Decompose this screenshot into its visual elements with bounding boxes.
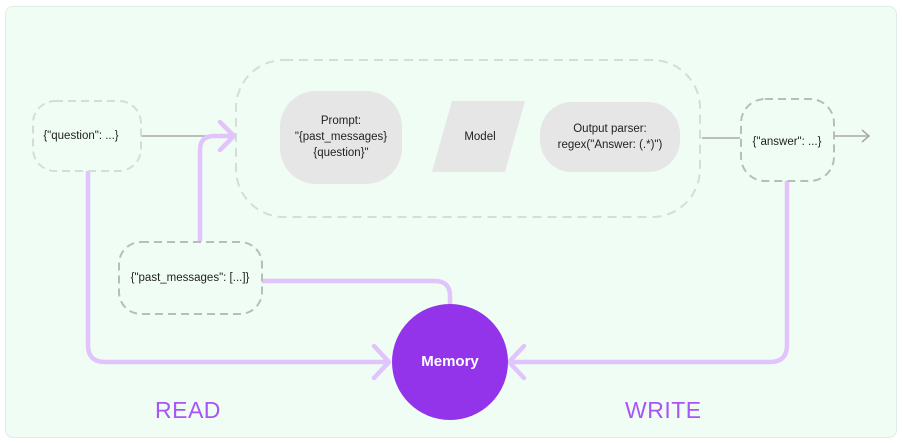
answer-node [740, 98, 835, 182]
prompt-input-arrowhead [217, 119, 237, 153]
output-parser-node [540, 102, 680, 172]
prompt-label-line1: Prompt: [320, 115, 362, 127]
answer-label: {"answer": ...} [752, 136, 822, 148]
past-messages-node [118, 241, 263, 315]
prompt-node [280, 91, 402, 184]
memory-to-past-messages-path [259, 278, 453, 313]
output-parser-label-line2: regex("Answer: (.*)") [557, 139, 663, 151]
write-path-answer-to-memory [509, 177, 790, 365]
read-path-question-to-memory [85, 167, 389, 365]
past-messages-to-prompt-path [197, 133, 235, 243]
memory-label: Memory [421, 353, 479, 370]
memory-node [392, 304, 508, 420]
output-parser-label-line1: Output parser: [573, 123, 647, 135]
prompt-label-line3: {question}" [313, 147, 369, 159]
read-label: READ [155, 397, 221, 423]
prompt-label: Prompt: "{past_messages} {question}" [280, 113, 402, 161]
read-arrowhead [371, 343, 392, 381]
prompt-label-line2: "{past_messages} [294, 131, 388, 143]
model-label: Model [464, 131, 496, 143]
chain-container [235, 59, 701, 218]
model-node [432, 101, 525, 172]
answer-out-arrowhead [861, 129, 871, 143]
write-arrowhead [506, 343, 527, 381]
question-node [32, 100, 142, 172]
past-messages-label: {"past_messages": [...]} [130, 272, 250, 284]
output-parser-label: Output parser: regex("Answer: (.*)") [540, 121, 680, 153]
question-label: {"question": ...} [43, 130, 119, 142]
write-label: WRITE [625, 397, 702, 423]
